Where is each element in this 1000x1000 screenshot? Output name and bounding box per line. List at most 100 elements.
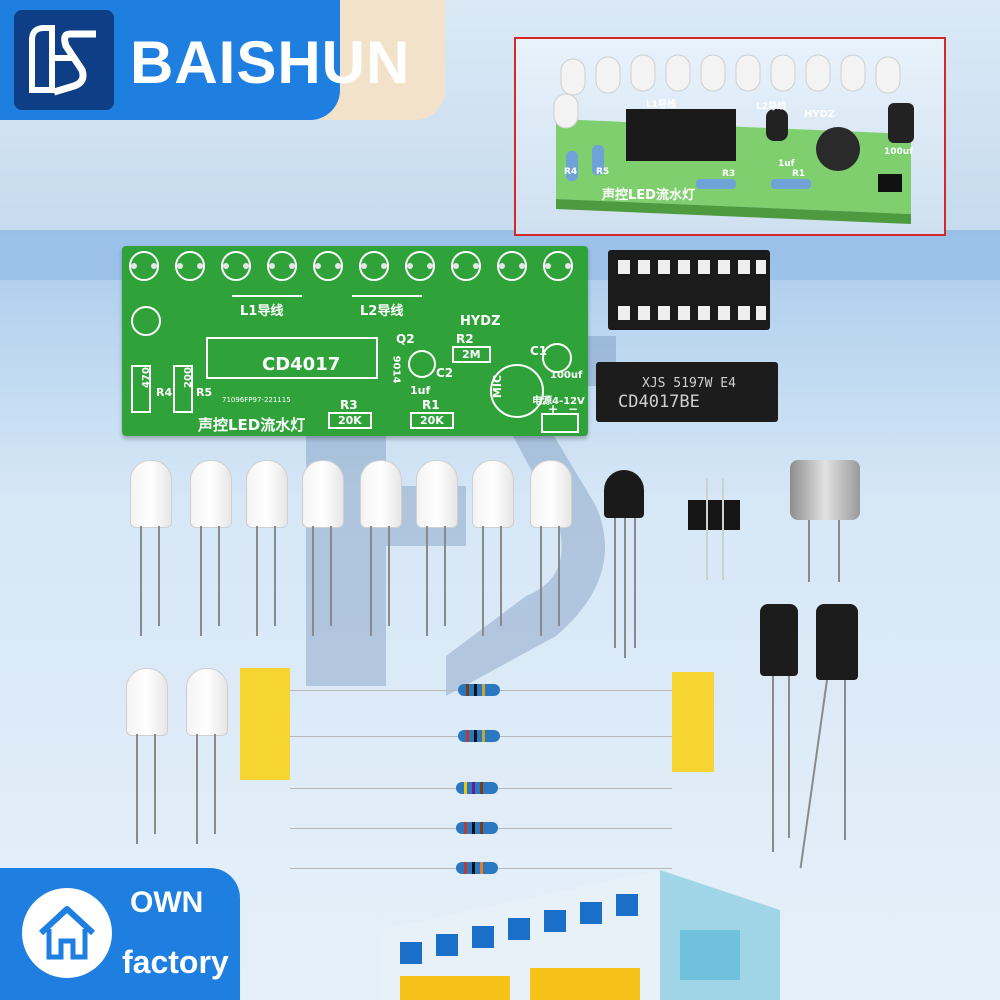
led-leg [154, 734, 156, 834]
pcb-power-label: 电源4-12V [532, 396, 585, 407]
pcb-plus-label: + [548, 402, 559, 416]
logo-accent [320, 0, 445, 120]
led-leg [218, 526, 220, 626]
led-leg [426, 526, 428, 636]
inset-c2-value: 1uf [778, 159, 795, 169]
chip-marking-line1: XJS 5197W E4 [642, 376, 736, 391]
resistor [458, 730, 500, 742]
inset-board-title: 声控LED流水灯 [602, 188, 695, 203]
resistor [456, 862, 498, 874]
cd4017-chip: XJS 5197W E4 CD4017BE [596, 362, 778, 422]
transistor-leg [624, 518, 626, 658]
factory-building-icon [380, 870, 780, 1000]
pcb-mic-label: MIC [491, 374, 505, 399]
socket-pins [618, 260, 766, 320]
pcb-r5-label: R5 [196, 386, 213, 399]
capacitor-leg [772, 676, 774, 852]
pcb-title: 声控LED流水灯 [198, 416, 306, 434]
led-leg [158, 526, 160, 626]
inset-l2-label: L2导线 [756, 102, 786, 112]
led [190, 460, 232, 528]
pcb-maker-label: HYDZ [460, 314, 501, 329]
pin-header [688, 500, 740, 530]
capacitor-1uf [760, 604, 798, 676]
pcb-q2-label: Q2 [396, 332, 415, 346]
led [186, 668, 228, 736]
pcb-minus-label: − [568, 402, 579, 416]
led-leg [500, 526, 502, 626]
pcb-r2-label: R2 [456, 332, 474, 346]
mic-leg [808, 520, 810, 582]
pcb-c2-label: C2 [436, 366, 454, 380]
pcb-c2-value: 1uf [410, 384, 431, 397]
transistor [604, 470, 644, 518]
led-leg [140, 526, 142, 636]
led-leg [388, 526, 390, 626]
led [472, 460, 514, 528]
bare-pcb: L1导线 L2导线 HYDZ CD4017 Q2 9014 R2 2M C1 1… [122, 246, 588, 436]
pcb-r3-value: 20K [328, 412, 372, 429]
led [416, 460, 458, 528]
brand-name: BAISHUN [130, 29, 411, 96]
chip-marking-line2: CD4017BE [618, 392, 700, 412]
assembled-board-illustration [553, 54, 914, 224]
pcb-l1-label: L1导线 [240, 304, 284, 319]
led [130, 460, 172, 528]
led-leg [312, 526, 314, 636]
led [246, 460, 288, 528]
led-leg [558, 526, 560, 626]
resistor [458, 684, 500, 696]
inset-r1-label: R1 [792, 169, 806, 179]
pcb-r4-value: 470 [140, 367, 152, 388]
led [302, 460, 344, 528]
led-leg [214, 734, 216, 834]
tape-strip-left [240, 668, 290, 780]
header-pin [722, 478, 724, 580]
resistor [456, 782, 498, 794]
pcb-r2-value: 2M [452, 346, 491, 363]
assembled-board-inset: 声控LED流水灯 HYDZ L1导线 L2导线 100uf 1uf R4 R5 … [514, 37, 946, 236]
capacitor-leg [844, 680, 846, 840]
brand-banner: BAISHUN [0, 0, 409, 120]
inset-cap-value: 100uf [884, 147, 914, 157]
house-icon [38, 906, 96, 960]
led-leg [540, 526, 542, 636]
led-leg [200, 526, 202, 636]
pcb-serial: 71096FP97-221115 [222, 396, 291, 404]
capacitor-leg [788, 676, 790, 838]
brand-logo-icon [14, 10, 114, 110]
badge-line1: OWN [130, 886, 204, 919]
led-leg [482, 526, 484, 636]
led-leg [370, 526, 372, 636]
resistor [456, 822, 498, 834]
pcb-c1-label: C1 [530, 344, 548, 358]
pcb-l2-label: L2导线 [360, 304, 404, 319]
inset-maker-label: HYDZ [804, 109, 836, 120]
badge-line2: factory [122, 944, 229, 980]
home-icon [22, 888, 112, 978]
pcb-chip-label: CD4017 [262, 354, 341, 375]
led [530, 460, 572, 528]
pcb-r1-label: R1 [422, 398, 440, 412]
inset-r3-label: R3 [722, 169, 736, 179]
led-leg [444, 526, 446, 626]
mic-leg [838, 520, 840, 582]
inset-r4-label: R4 [564, 167, 578, 177]
led-leg [330, 526, 332, 626]
transistor-leg [614, 518, 616, 648]
led-leg [256, 526, 258, 636]
led [360, 460, 402, 528]
led-leg [196, 734, 198, 844]
ic-socket [608, 250, 770, 330]
pcb-r4-label: R4 [156, 386, 173, 399]
pcb-q2-part: 9014 [390, 355, 402, 384]
pcb-r3-label: R3 [340, 398, 358, 412]
pcb-r5-value: 200 [182, 367, 194, 388]
inset-l1-label: L1导线 [646, 100, 676, 110]
pcb-r1-value: 20K [410, 412, 454, 429]
capacitor-100uf [816, 604, 858, 680]
header-pin [706, 478, 708, 580]
pcb-pads [129, 251, 579, 433]
inset-r5-label: R5 [596, 167, 610, 177]
tape-strip-right [672, 672, 714, 772]
